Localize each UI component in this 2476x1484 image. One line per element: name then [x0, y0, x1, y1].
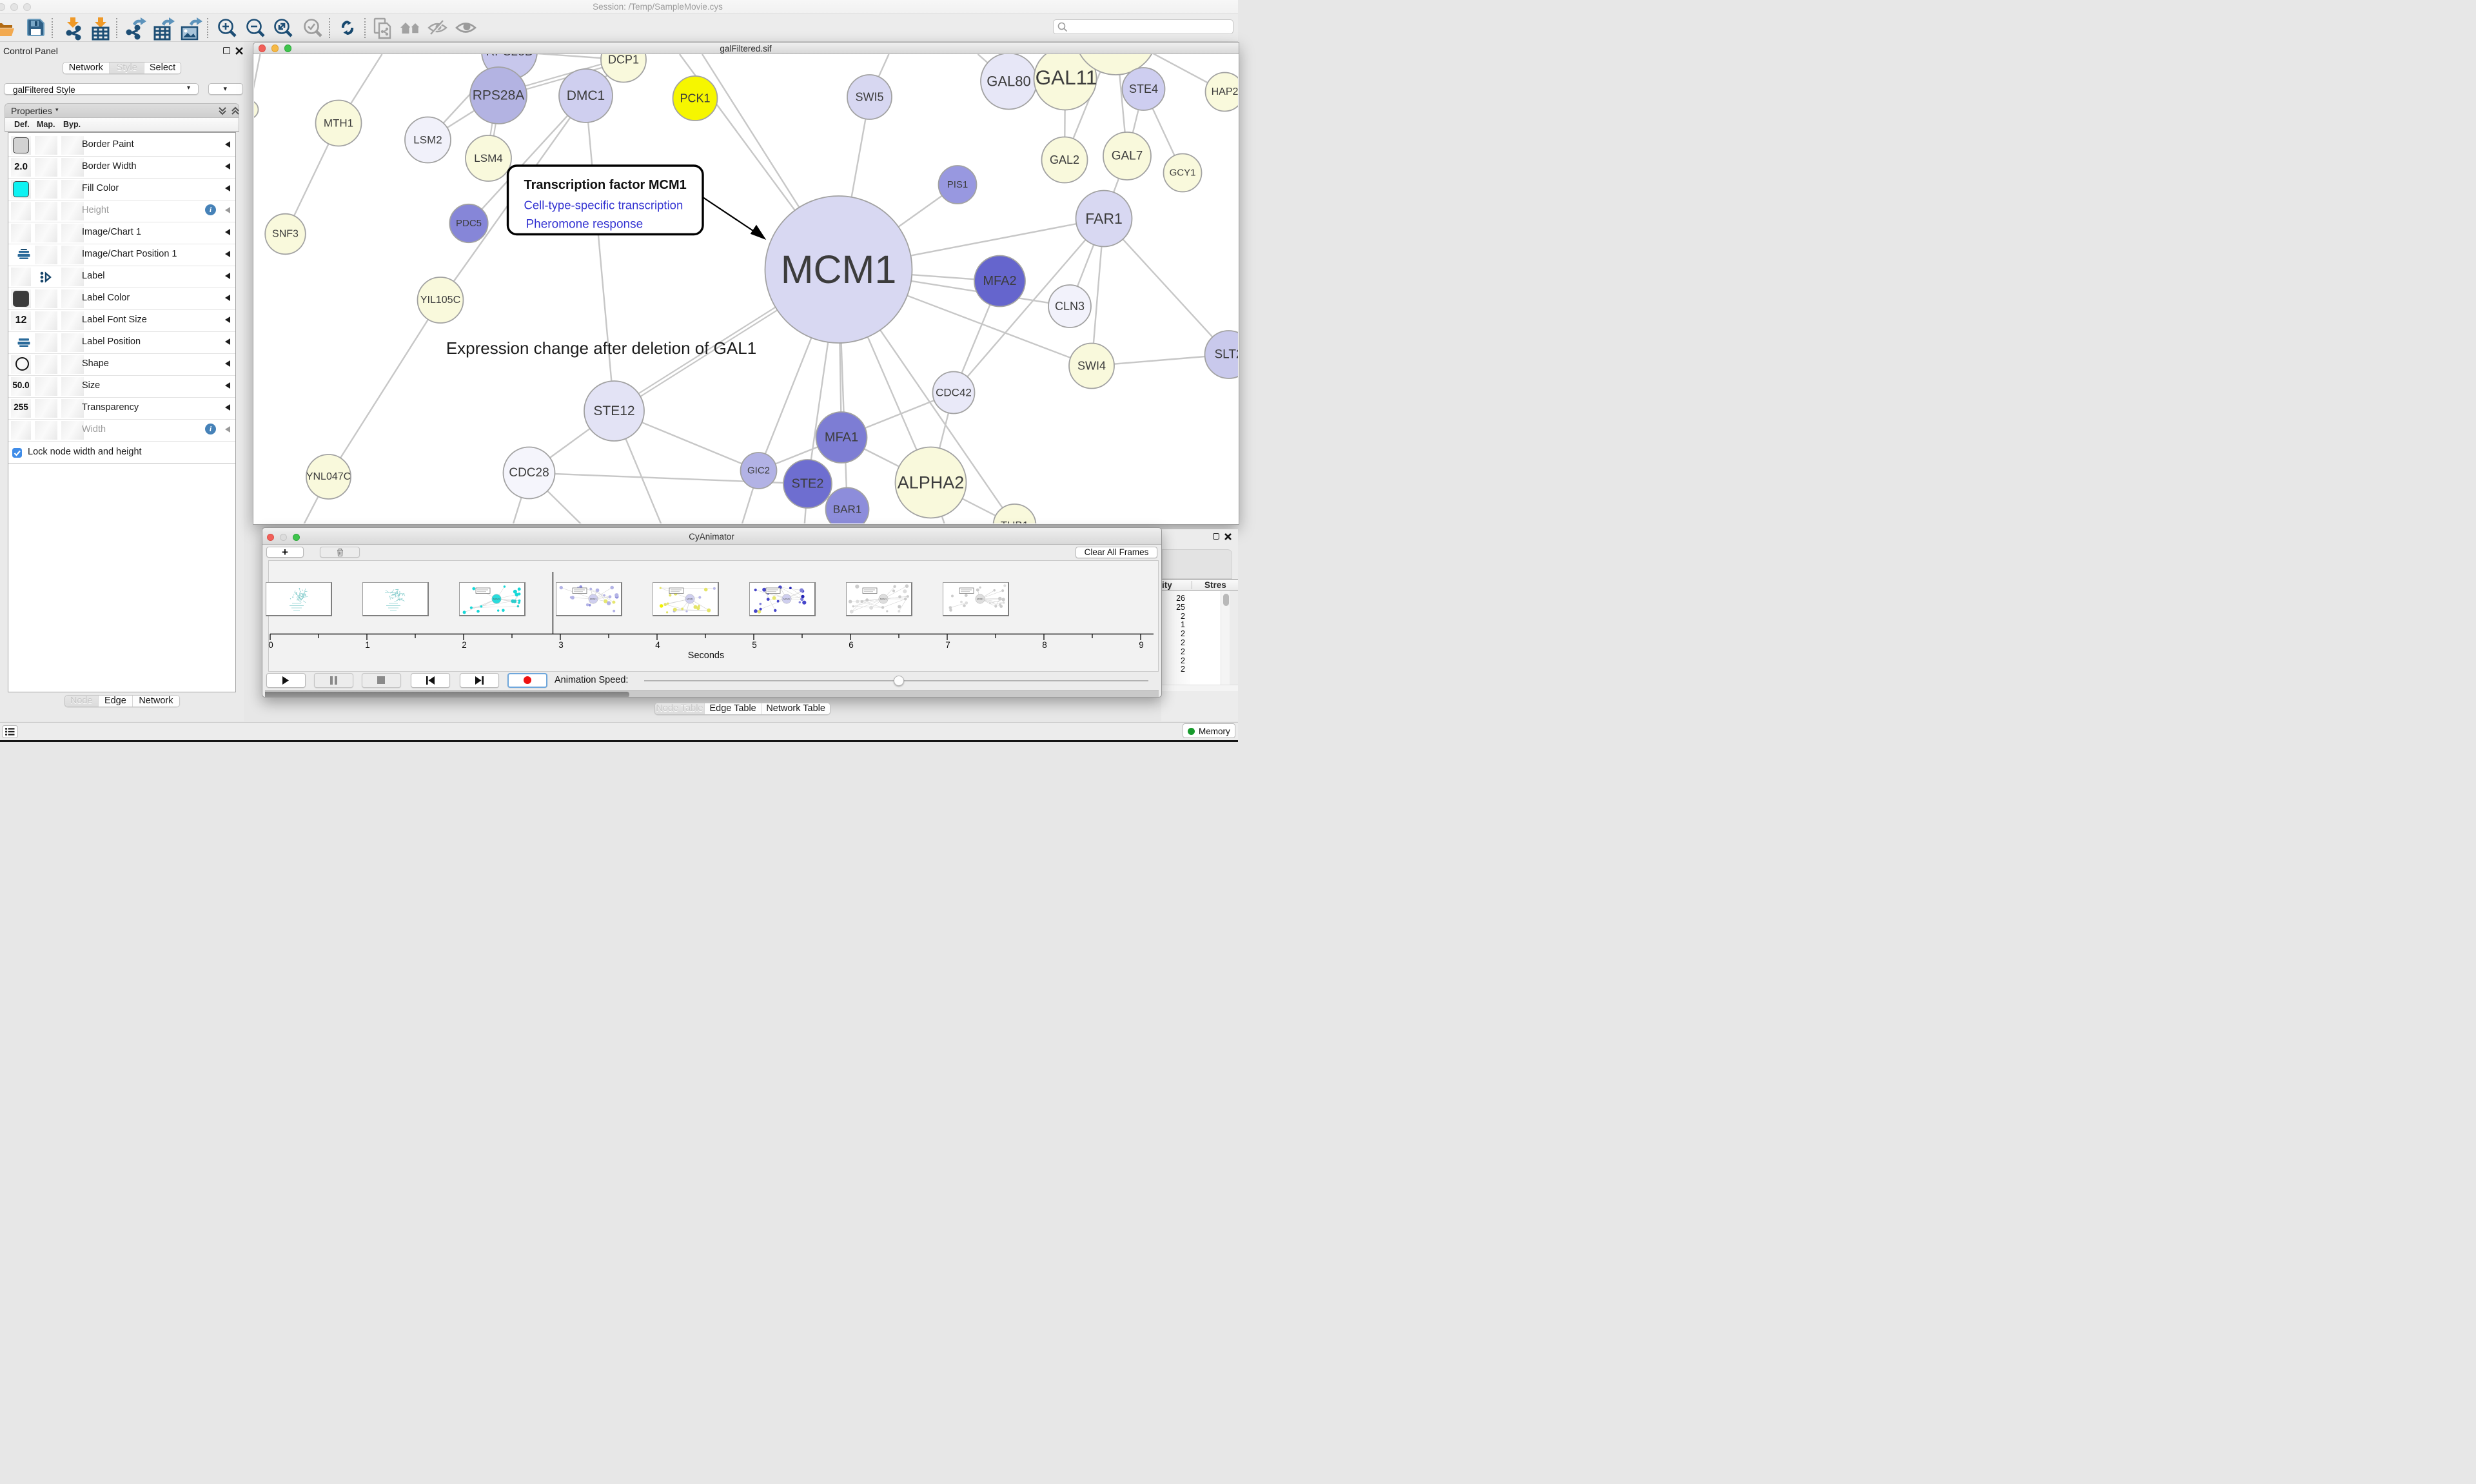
svg-text:LSM2: LSM2 — [413, 134, 442, 146]
svg-text:MCM1: MCM1 — [783, 598, 790, 601]
svg-text:CDC42: CDC42 — [936, 387, 972, 399]
svg-text:Expression change after deleti: Expression change after deletion of GAL1 — [446, 338, 756, 358]
svg-text:RPS28A: RPS28A — [472, 88, 524, 103]
svg-text:YNL047C: YNL047C — [306, 471, 350, 482]
svg-text:MCM1: MCM1 — [590, 598, 596, 601]
svg-text:BAR1: BAR1 — [832, 503, 861, 516]
svg-text:FAR1: FAR1 — [1085, 210, 1123, 227]
svg-text:MCM1: MCM1 — [493, 598, 500, 601]
svg-text:RPS28B: RPS28B — [486, 54, 533, 59]
svg-text:MCM1: MCM1 — [780, 248, 896, 291]
svg-text:MFA1: MFA1 — [824, 431, 858, 445]
svg-text:GIC2: GIC2 — [747, 465, 769, 476]
svg-text:STE2: STE2 — [791, 477, 823, 491]
svg-text:GAL7: GAL7 — [1111, 150, 1143, 163]
svg-text:MCM1: MCM1 — [977, 598, 983, 601]
svg-text:SNF3: SNF3 — [272, 229, 299, 240]
svg-text:GAL11: GAL11 — [1035, 66, 1097, 89]
svg-text:STE4: STE4 — [1128, 83, 1157, 95]
svg-text:GCY1: GCY1 — [1169, 168, 1195, 179]
svg-text:PIS1: PIS1 — [947, 179, 968, 190]
svg-text:PDC5: PDC5 — [455, 218, 481, 229]
svg-text:TUB1: TUB1 — [1000, 520, 1028, 523]
svg-text:YIL105C: YIL105C — [420, 295, 460, 306]
svg-text:GAL2: GAL2 — [1049, 153, 1079, 166]
svg-text:MTH1: MTH1 — [323, 117, 353, 130]
svg-text:DMC1: DMC1 — [566, 88, 605, 103]
svg-text:Pheromone response: Pheromone response — [526, 218, 643, 231]
svg-text:SWI5: SWI5 — [855, 91, 883, 104]
svg-text:Transcription factor MCM1: Transcription factor MCM1 — [524, 178, 686, 192]
svg-text:PCK1: PCK1 — [680, 92, 710, 105]
svg-text:CLN3: CLN3 — [1054, 300, 1084, 313]
svg-text:MCM1: MCM1 — [880, 598, 887, 601]
svg-text:MCM1: MCM1 — [687, 598, 693, 601]
svg-text:STE12: STE12 — [593, 404, 634, 418]
svg-text:SLT2: SLT2 — [1214, 348, 1238, 362]
svg-text:DCP1: DCP1 — [607, 54, 638, 66]
svg-text:CDC28: CDC28 — [509, 466, 549, 480]
svg-text:MFA2: MFA2 — [983, 274, 1016, 288]
svg-text:ALPHA2: ALPHA2 — [897, 473, 964, 493]
svg-text:LSM4: LSM4 — [474, 152, 502, 164]
svg-text:GAL80: GAL80 — [987, 73, 1031, 90]
svg-text:SWI4: SWI4 — [1077, 360, 1105, 373]
svg-text:Cell-type-specific transcripti: Cell-type-specific transcription — [524, 199, 683, 212]
svg-text:HAP2: HAP2 — [1211, 86, 1237, 97]
